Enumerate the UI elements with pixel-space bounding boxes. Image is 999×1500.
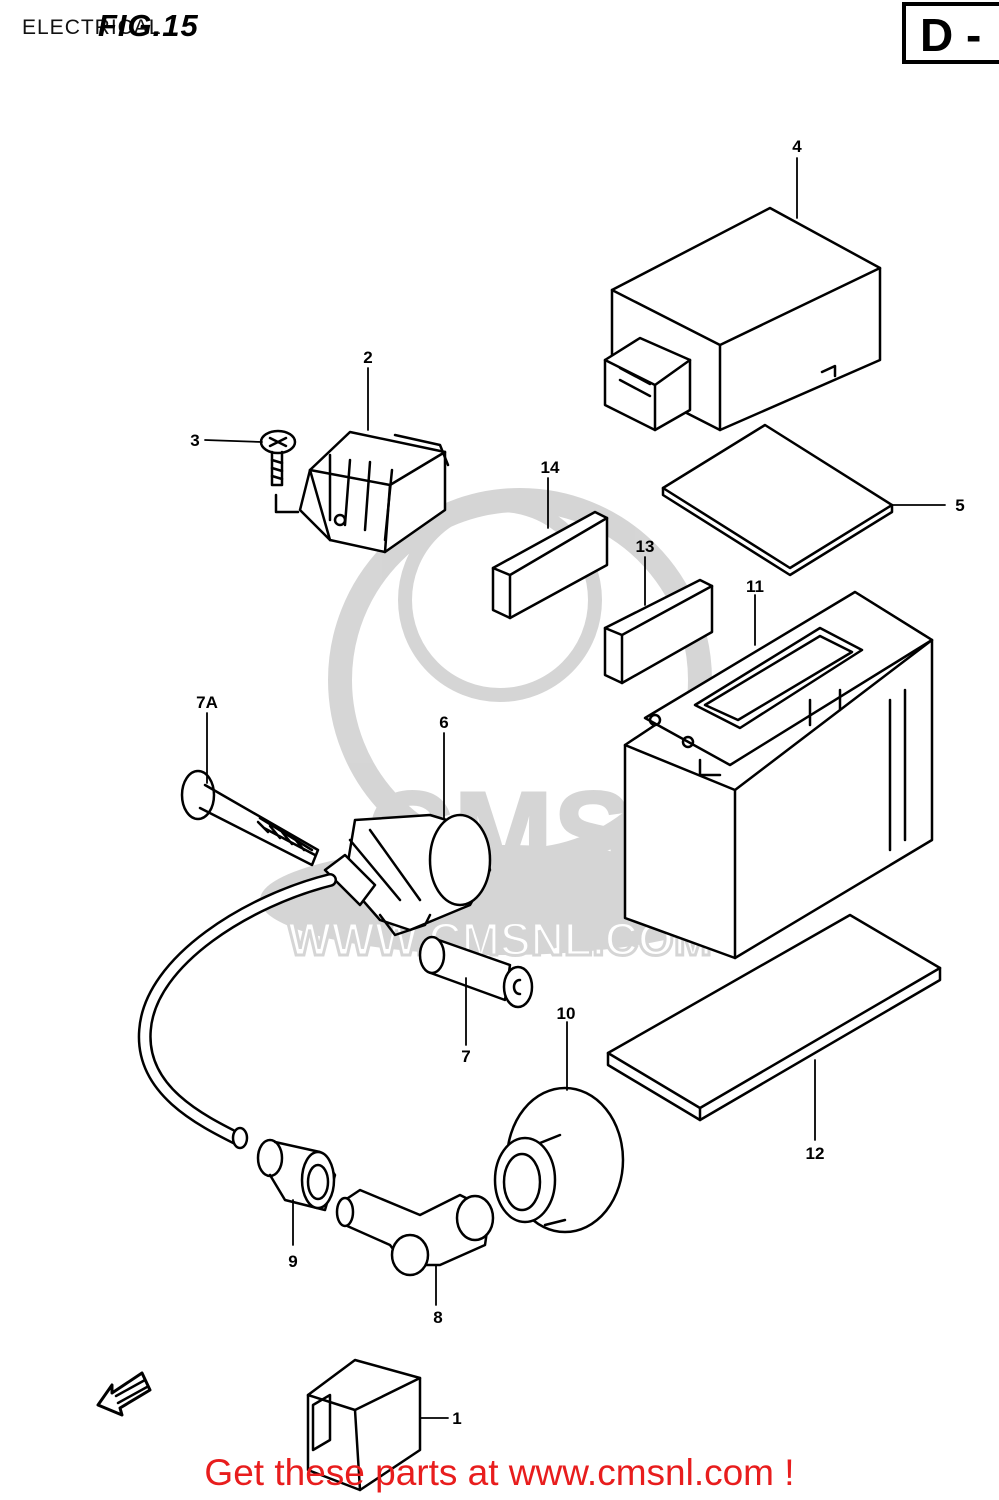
part-6-ignition-coil: [278, 813, 492, 937]
callout-7: 7: [461, 1047, 470, 1066]
callout-3: 3: [190, 431, 199, 450]
section-title: ELECTRICAL: [22, 16, 162, 39]
part-1-relay: [306, 1358, 422, 1492]
callout-labels: 4 2 3 14 5 13 11 7A 6 10 7 12 9 8 1: [190, 137, 964, 1428]
footer-link-text[interactable]: Get these parts at www.cmsnl.com !: [204, 1452, 795, 1493]
part-2-regulator: [298, 430, 450, 554]
part-13-block: [603, 578, 714, 685]
part-4-control-unit: [603, 206, 882, 432]
callout-4: 4: [792, 137, 802, 156]
callout-9: 9: [288, 1252, 297, 1271]
part-8-plug-cap: [335, 1188, 495, 1277]
section-tab-label: D -: [920, 9, 982, 61]
callout-10: 10: [557, 1004, 576, 1023]
part-7-tube: [418, 935, 534, 1009]
part-11-battery: [623, 590, 934, 960]
callout-11: 11: [746, 577, 764, 596]
callout-7a: 7A: [196, 693, 218, 712]
part-14-block: [491, 510, 609, 620]
front-direction-arrow-icon: [96, 1371, 152, 1417]
callout-13: 13: [636, 537, 655, 556]
callout-6: 6: [439, 713, 448, 732]
callout-5: 5: [955, 496, 964, 515]
part-9-seal: [256, 1138, 337, 1212]
figure-label: FIG.15: [98, 8, 199, 43]
callout-2: 2: [363, 348, 372, 367]
callout-1: 1: [452, 1409, 461, 1428]
part-10-cover: [493, 1086, 625, 1234]
leader-lines: [204, 157, 946, 1419]
callout-12: 12: [806, 1144, 825, 1163]
part-7a-bolt: [180, 769, 320, 867]
callout-14: 14: [541, 458, 560, 477]
part-12-pad: [606, 913, 942, 1122]
callout-8: 8: [433, 1308, 442, 1327]
section-tab: D -: [902, 2, 999, 64]
part-3-screw: [259, 429, 300, 514]
part-5-pad: [661, 423, 894, 577]
